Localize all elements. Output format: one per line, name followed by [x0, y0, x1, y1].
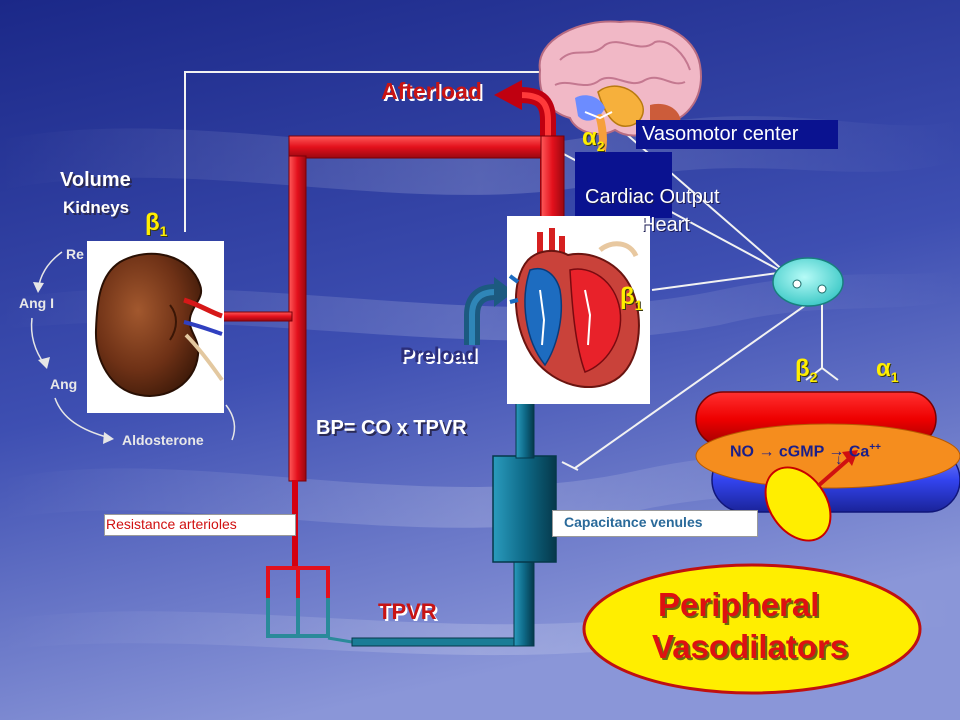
beta2-receptor-label: β2 — [795, 355, 817, 385]
beta1-kidney-subscript: 1 — [159, 222, 168, 239]
cardiac-output-label: Cardiac Output — [585, 186, 720, 208]
vasomotor-center-box — [636, 120, 838, 149]
volume-label: Volume — [60, 169, 131, 191]
bp-equation-label: BP= CO x TPVR — [316, 417, 467, 439]
angiotensin-2-label-partial: Ang — [50, 376, 78, 392]
vessel-illustration — [695, 391, 960, 542]
tpvr-label: TPVR — [378, 599, 437, 624]
beta2-subscript: 2 — [809, 368, 818, 385]
afterload-arrow — [494, 80, 556, 245]
alpha2-subscript: 2 — [596, 137, 605, 154]
alpha1-subscript: 1 — [890, 368, 899, 385]
capacitance-venules-box: Capacitance venules — [552, 510, 758, 537]
calcium-label: Ca — [848, 443, 870, 461]
alpha2-receptor-label: α2 — [582, 124, 605, 154]
pathway-arrow-2-wrap: →↓ — [828, 443, 845, 467]
alpha1-symbol: α — [876, 355, 891, 382]
title-oval — [582, 563, 922, 695]
kidneys-label: Kidneys — [63, 198, 130, 217]
renin-angiotensin-cycle — [30, 251, 236, 444]
resistance-arterioles-box: Resistance arterioles — [104, 514, 296, 536]
title-line-1: Peripheral — [658, 586, 820, 623]
beta1-heart-symbol: β — [620, 283, 635, 310]
beta1-kidney-receptor-label: β1 — [145, 209, 167, 239]
arterial-pipe — [215, 135, 565, 570]
beta1-heart-receptor-label: β1 — [620, 283, 642, 313]
angiotensin-1-label: Ang I — [19, 295, 54, 311]
kidney-illustration — [87, 241, 224, 413]
preload-label: Preload — [400, 344, 478, 367]
preload-arrow — [464, 277, 514, 345]
cgmp-label: cGMP — [778, 443, 824, 461]
no-label: NO — [730, 443, 754, 461]
capillary-bed — [266, 566, 353, 644]
cardiac-output-box — [575, 152, 672, 218]
heart-illustration — [507, 216, 650, 404]
beta1-heart-subscript: 1 — [634, 296, 643, 313]
calcium-charge: ++ — [869, 442, 882, 453]
nerve-connector-lines — [184, 71, 823, 471]
afterload-label: Afterload — [381, 78, 482, 104]
aldosterone-label: Aldosterone — [122, 432, 204, 448]
no-cgmp-pathway: NO → cGMP →↓ Ca++ — [730, 442, 882, 467]
pathway-down-arrow: ↓ — [835, 451, 843, 468]
alpha1-receptor-label: α1 — [876, 355, 899, 385]
renin-label-partial: Re — [66, 246, 84, 262]
heart-label: Heart — [641, 214, 690, 236]
beta1-kidney-symbol: β — [145, 209, 160, 236]
ganglion — [772, 257, 844, 381]
pathway-arrow-1: → — [758, 443, 775, 461]
alpha2-symbol: α — [582, 124, 597, 151]
vasomotor-center-label: Vasomotor center — [642, 123, 799, 145]
pathway-arrow-2: → — [828, 443, 845, 461]
capacitance-venules-label: Capacitance venules — [564, 514, 703, 530]
beta2-symbol: β — [795, 355, 810, 382]
title-line-2: Vasodilators — [652, 628, 849, 665]
resistance-arterioles-label: Resistance arterioles — [106, 516, 237, 532]
